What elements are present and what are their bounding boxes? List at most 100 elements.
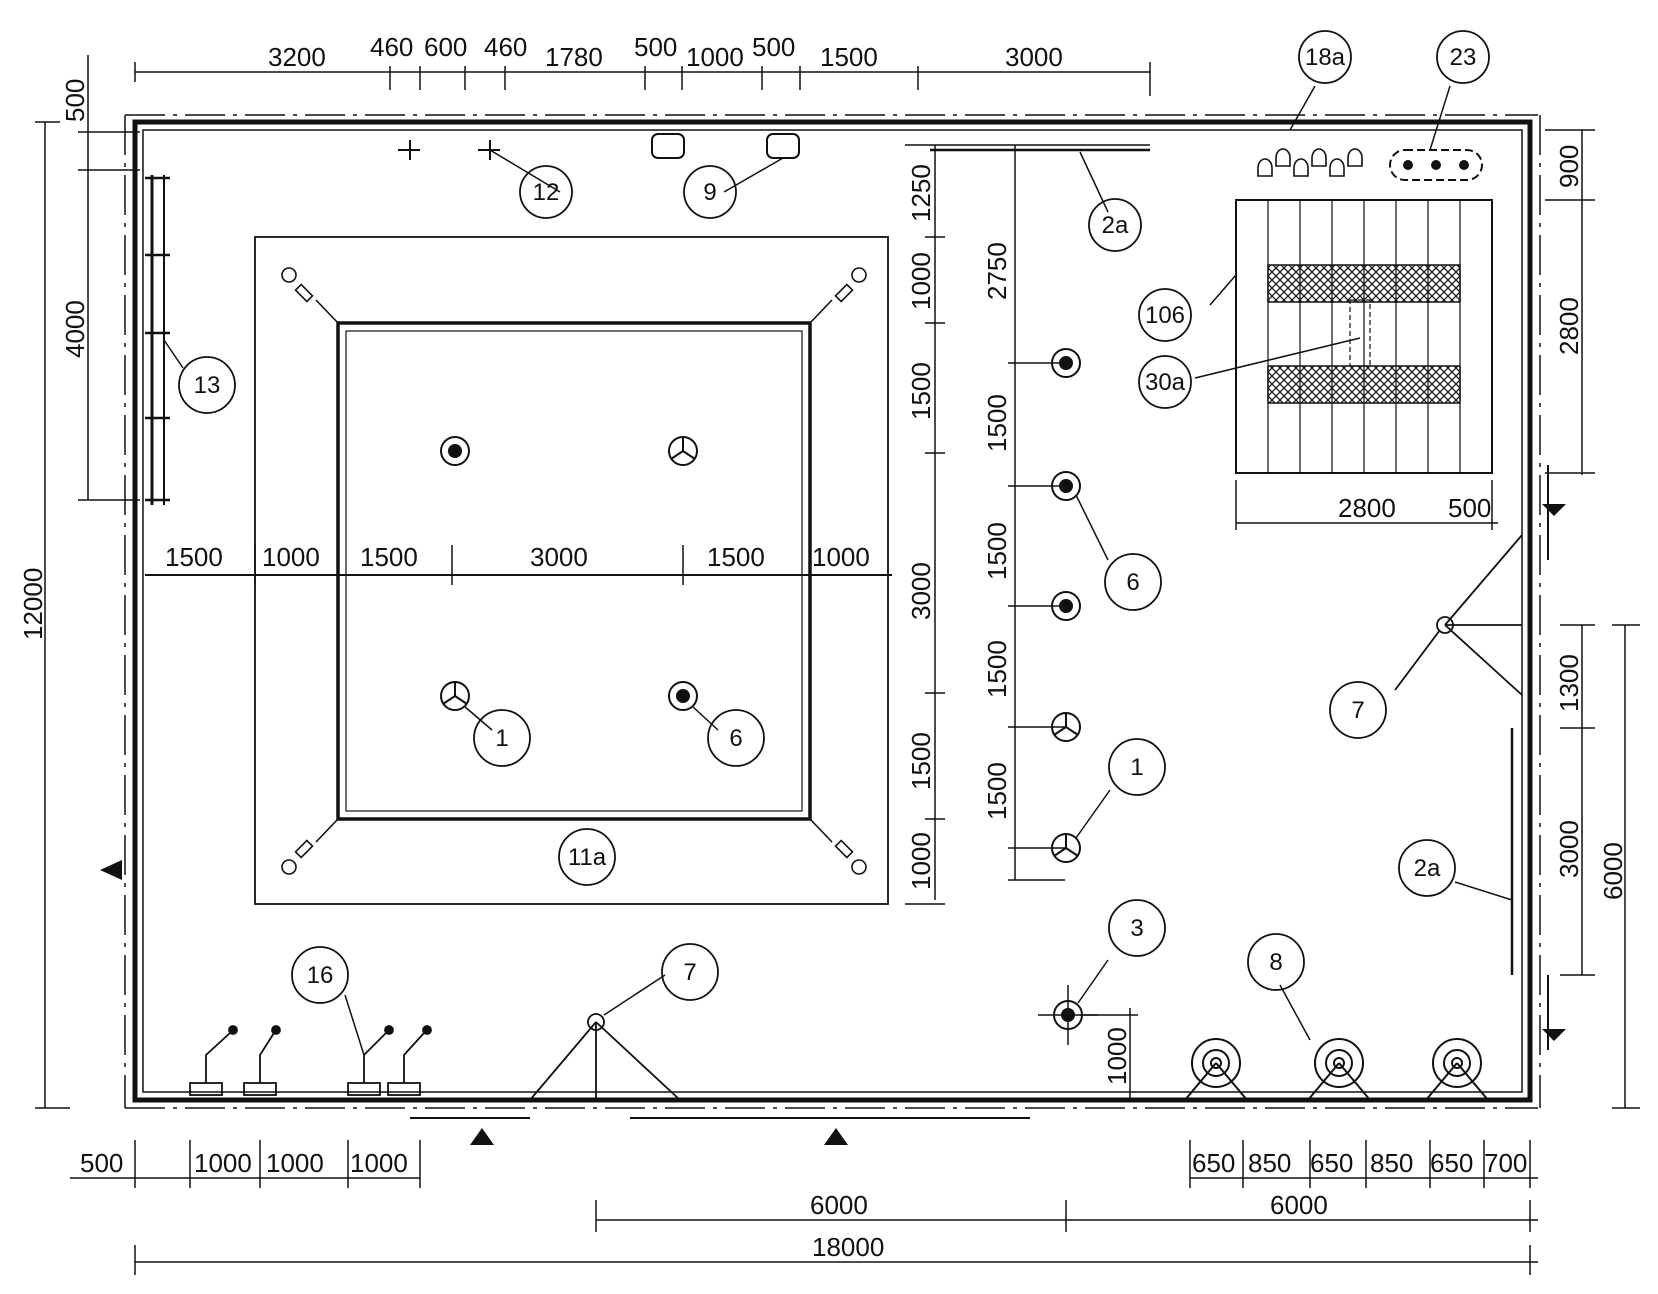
wall-hooks-12 — [398, 140, 500, 160]
svg-text:13: 13 — [194, 372, 221, 399]
callout-6-left: 6 — [707, 709, 765, 767]
ring-vertical-dimension-chain: 1250 1000 1500 3000 1500 1000 — [905, 144, 1150, 905]
dim-stage-500: 500 — [1448, 493, 1491, 523]
svg-text:106: 106 — [1145, 302, 1185, 329]
section-arrow-right-icon — [1542, 1029, 1566, 1041]
callouts: 18a 23 12 9 2a 106 30a 13 6 7 1 6 1 11a … — [163, 30, 1490, 1004]
svg-text:18a: 18a — [1305, 44, 1346, 71]
dim-stage-2800: 2800 — [1338, 493, 1396, 523]
svg-text:3: 3 — [1130, 915, 1143, 942]
socket-y-icon — [1051, 833, 1081, 863]
dim-right-6000: 6000 — [1598, 842, 1628, 900]
dim-bottom-6000-b: 6000 — [1270, 1190, 1328, 1220]
dim-floor-1000: 1000 — [1102, 1027, 1132, 1085]
dim-right-1300: 1300 — [1554, 654, 1584, 712]
callout-6-right: 6 — [1104, 553, 1162, 611]
callout-11a: 11a — [558, 828, 616, 886]
dim-vert-3000: 3000 — [906, 562, 936, 620]
dim-bottom-850-b: 850 — [1370, 1148, 1413, 1178]
bench-23 — [1389, 149, 1483, 181]
section-arrow-bottom-icon — [824, 1128, 848, 1145]
dim-vert-1250: 1250 — [906, 164, 936, 222]
dim-top-600: 600 — [424, 32, 467, 62]
section-arrow-right-icon — [1542, 504, 1566, 516]
svg-text:7: 7 — [683, 959, 696, 986]
callout-106: 106 — [1138, 288, 1192, 342]
svg-text:2a: 2a — [1102, 212, 1129, 239]
stand-7-right — [1394, 534, 1523, 696]
dim-top-3000: 3000 — [1005, 42, 1063, 72]
svg-text:11a: 11a — [568, 844, 607, 871]
dim-col-1500-c: 1500 — [982, 640, 1012, 698]
dim-mid-3000: 3000 — [530, 542, 588, 572]
section-markers — [100, 504, 1566, 1145]
callout-3: 3 — [1108, 899, 1166, 957]
dim-mid-1500-a: 1500 — [165, 542, 223, 572]
middle-dimension-row: 1500 1000 1500 3000 1500 1000 — [165, 542, 870, 585]
dim-top-460-a: 460 — [370, 32, 413, 62]
dim-bottom-650-a: 650 — [1192, 1148, 1235, 1178]
callout-12: 12 — [519, 165, 573, 219]
socket-y-icon — [1051, 712, 1081, 742]
stand-7-bottom — [529, 974, 681, 1101]
left-dimension-chain: 12000 500 4000 — [18, 55, 140, 1109]
callout-30a: 30a — [1138, 355, 1192, 409]
bags-8 — [1184, 984, 1489, 1101]
socket-column: 2750 1500 1500 1500 1500 — [982, 145, 1111, 881]
callout-23: 23 — [1436, 30, 1490, 84]
svg-text:23: 23 — [1450, 44, 1477, 71]
dim-top-3200: 3200 — [268, 42, 326, 72]
dim-bottom-6000-a: 6000 — [810, 1190, 868, 1220]
section-arrow-bottom-icon — [470, 1128, 494, 1145]
dim-bottom-650-c: 650 — [1430, 1148, 1473, 1178]
dim-left-500: 500 — [60, 79, 90, 122]
dim-vert-1500-b: 1500 — [906, 732, 936, 790]
svg-text:30a: 30a — [1145, 369, 1186, 396]
callout-13: 13 — [178, 356, 236, 414]
right-dimension-chain: 900 2800 1300 3000 6000 — [1545, 129, 1640, 1109]
callout-18a: 18a — [1298, 30, 1352, 84]
dim-bottom-18000: 18000 — [812, 1232, 884, 1262]
dim-bottom-850-a: 850 — [1248, 1148, 1291, 1178]
stage-106: 2800 500 — [1194, 85, 1498, 530]
callout-7-bottom: 7 — [661, 943, 719, 1001]
callout-16: 16 — [291, 946, 349, 1004]
dim-top-1780: 1780 — [545, 42, 603, 72]
callout-8: 8 — [1247, 933, 1305, 991]
svg-text:6: 6 — [729, 725, 742, 752]
dim-top-500-b: 500 — [752, 32, 795, 62]
socket-filled-icon — [1051, 591, 1081, 621]
svg-text:1: 1 — [495, 725, 508, 752]
dim-mid-1000-a: 1000 — [262, 542, 320, 572]
dim-bottom-1000-b: 1000 — [266, 1148, 324, 1178]
svg-text:6: 6 — [1126, 569, 1139, 596]
ring-socket-y-icon — [440, 681, 470, 711]
dim-vert-1500-a: 1500 — [906, 362, 936, 420]
ring-socket-filled-icon — [440, 436, 470, 466]
callout-2a-right: 2a — [1398, 839, 1456, 897]
dim-top-1500: 1500 — [820, 42, 878, 72]
callout-7-right: 7 — [1329, 681, 1387, 739]
svg-text:8: 8 — [1269, 949, 1282, 976]
dim-mid-1500-b: 1500 — [360, 542, 418, 572]
dim-right-2800: 2800 — [1554, 297, 1584, 355]
dim-mid-1500-c: 1500 — [707, 542, 765, 572]
top-dimension-chain: 3200 460 600 460 1780 500 1000 500 1500 … — [134, 32, 1151, 96]
callout-1-left: 1 — [473, 709, 531, 767]
dim-vert-1000-a: 1000 — [906, 252, 936, 310]
ring-11a — [145, 236, 892, 905]
section-arrow-left-icon — [100, 860, 122, 880]
dim-bottom-700: 700 — [1484, 1148, 1527, 1178]
svg-text:7: 7 — [1351, 697, 1364, 724]
callout-1-right: 1 — [1108, 738, 1166, 796]
dim-top-460-b: 460 — [484, 32, 527, 62]
dim-col-1500-b: 1500 — [982, 522, 1012, 580]
wall-bars-13 — [145, 175, 170, 505]
ring-socket-filled-icon — [668, 681, 698, 711]
dim-vert-1000-b: 1000 — [906, 832, 936, 890]
dim-bottom-650-b: 650 — [1310, 1148, 1353, 1178]
svg-text:16: 16 — [307, 962, 334, 989]
outer-walls — [124, 114, 1549, 1119]
dim-col-1500-d: 1500 — [982, 762, 1012, 820]
